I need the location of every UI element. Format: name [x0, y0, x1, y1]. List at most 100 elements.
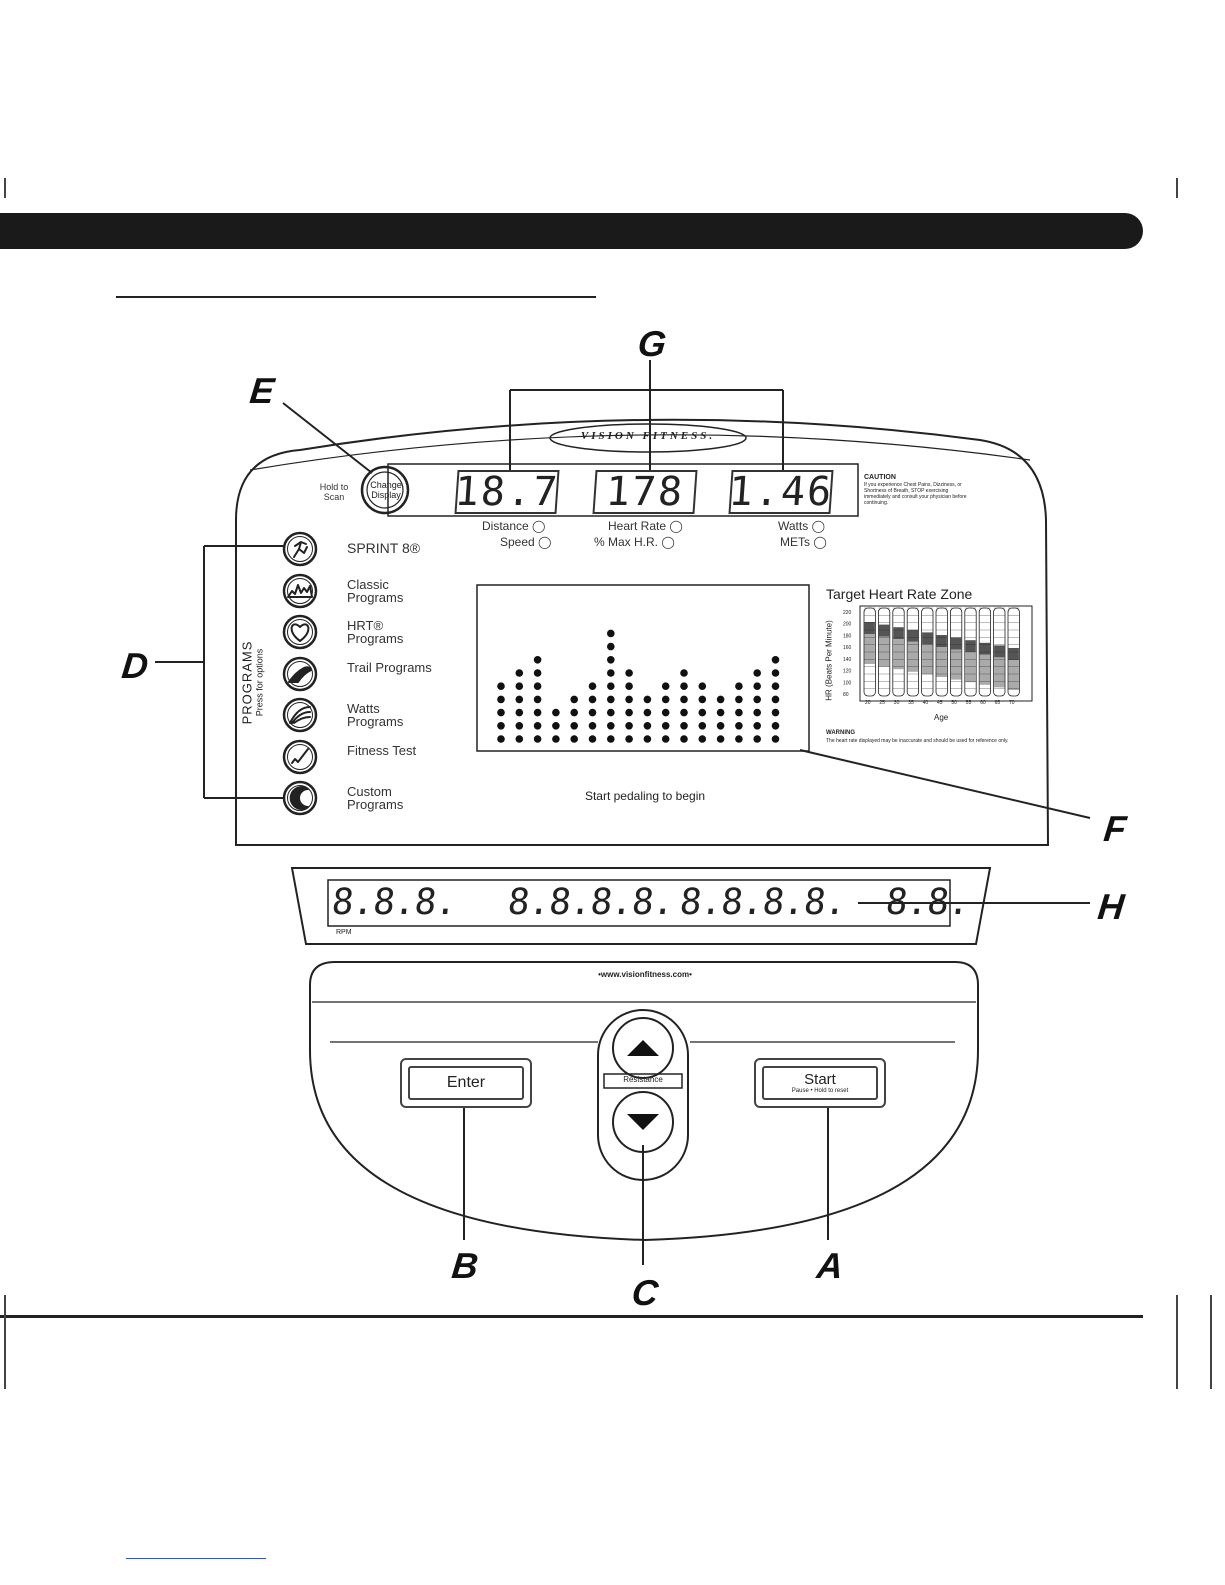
start-button-sublabel: Pause • Hold to reset — [791, 1087, 849, 1094]
resistance-up-button[interactable] — [619, 1024, 667, 1072]
profile-dot — [552, 722, 560, 730]
indicator-heart-rate: Heart Rate ◯ — [608, 519, 683, 533]
profile-dot — [588, 708, 597, 717]
profile-dot — [661, 695, 670, 704]
indicator-max-hr: % Max H.R. ◯ — [594, 535, 675, 549]
start-button[interactable]: Start Pause • Hold to reset — [754, 1058, 886, 1108]
profile-dot — [533, 682, 542, 690]
profile-dot — [588, 695, 597, 704]
crop-mark-top-right — [1176, 178, 1178, 198]
crop-mark-top-left — [4, 178, 6, 198]
thr-ytick: 120 — [843, 669, 852, 675]
enter-button-face[interactable]: Enter — [408, 1066, 524, 1100]
profile-dot — [680, 722, 688, 730]
callout-g: G — [635, 323, 669, 364]
resistance-down-button[interactable] — [619, 1098, 667, 1146]
thr-zone-mid — [965, 652, 976, 683]
callout-c: C — [629, 1272, 661, 1313]
runner-icon — [282, 531, 318, 567]
thr-zone-mid — [979, 654, 991, 685]
enter-button[interactable]: Enter — [400, 1058, 532, 1108]
program-button-2[interactable]: Classic Programs — [282, 573, 442, 609]
profile-window-frame — [476, 584, 810, 752]
profile-dot — [698, 735, 707, 743]
thr-ytick: 140 — [843, 657, 852, 663]
profile-dot — [607, 695, 615, 704]
program-button-1[interactable]: SPRINT 8® — [282, 531, 442, 567]
profile-dot — [533, 669, 542, 677]
crop-mark-bottom-left — [4, 1295, 6, 1389]
resistance-up-ring — [612, 1017, 674, 1079]
program-profile-display — [497, 629, 780, 743]
profile-dot — [497, 708, 505, 717]
profile-dot — [515, 722, 524, 730]
program-button-5[interactable]: Watts Programs — [282, 697, 442, 733]
profile-dot — [607, 642, 615, 651]
upper-console-inner-edge — [249, 434, 1031, 471]
arrow-down-icon — [627, 1114, 659, 1130]
thr-age-label: 50 — [951, 700, 957, 706]
profile-dot — [570, 722, 578, 730]
programs-title-text: PROGRAMS — [239, 640, 255, 725]
profile-dot — [533, 695, 542, 704]
profile-dot — [515, 708, 524, 717]
change-display-button[interactable]: Change Display — [370, 480, 402, 500]
profile-dot — [716, 695, 725, 704]
thr-zone-high — [965, 640, 976, 653]
profile-dot — [607, 629, 615, 638]
thr-ytick: 200 — [843, 622, 852, 628]
profile-dot — [680, 695, 688, 704]
profile-dot — [533, 735, 542, 743]
profile-dot — [607, 682, 615, 690]
profile-dot — [771, 708, 780, 717]
thr-title: Target Heart Rate Zone — [826, 586, 973, 602]
profile-dot — [643, 708, 652, 717]
program-button-7[interactable]: Custom Programs — [282, 780, 442, 816]
callout-b: B — [449, 1245, 481, 1286]
profile-dot — [515, 695, 524, 704]
profile-dot — [625, 735, 633, 743]
profile-dot — [552, 735, 560, 743]
profile-dot — [661, 682, 670, 690]
thr-ytick: 160 — [843, 645, 852, 651]
program-label-3: HRT® Programs — [347, 618, 404, 646]
profile-dot — [533, 656, 542, 664]
lower-display-block-2: 8.8.8.8. — [505, 882, 676, 923]
profile-dot — [552, 708, 560, 717]
program-label-2: Classic Programs — [347, 576, 404, 605]
crop-mark-bottom-right-1 — [1176, 1295, 1178, 1389]
profile-dot — [625, 669, 633, 677]
callout-a: A — [814, 1245, 846, 1286]
brand-logo: VISION FITNESS. — [580, 430, 716, 442]
watts-icon — [282, 697, 318, 733]
program-label-7: Custom Programs — [347, 784, 404, 812]
thr-zone-high — [979, 642, 991, 655]
profile-dot — [753, 735, 761, 743]
lower-display-rpm: 8.8.8. — [329, 882, 459, 923]
thr-age-label: 45 — [937, 700, 943, 706]
indicator-mets-led: ◯ — [813, 535, 827, 549]
thr-xlabel: Age — [934, 713, 949, 722]
thr-age-label: 25 — [879, 700, 885, 706]
program-button-4[interactable]: Trail Programs — [282, 656, 442, 692]
callout-f: F — [1101, 808, 1129, 849]
thr-age-label: 20 — [865, 700, 871, 706]
profile-dot — [607, 669, 615, 677]
program-label-1: SPRINT 8® — [347, 540, 421, 556]
profile-dot — [661, 722, 670, 730]
profile-dot — [771, 735, 780, 743]
profile-dot — [753, 722, 761, 730]
profile-dot — [643, 722, 652, 730]
caution-text: If you experience Chest Pains, Dizziness… — [864, 482, 967, 506]
program-button-6[interactable]: Fitness Test — [282, 739, 442, 775]
callout-d: D — [119, 645, 151, 686]
profile-icon — [282, 573, 318, 608]
program-button-3[interactable]: HRT® Programs — [282, 614, 442, 650]
start-button-face[interactable]: Start Pause • Hold to reset — [762, 1066, 878, 1100]
profile-dot — [735, 682, 743, 690]
profile-dot — [570, 708, 578, 717]
profile-dot — [661, 735, 670, 743]
profile-dot — [716, 708, 725, 717]
indicator-watts-led: ◯ — [811, 519, 826, 533]
profile-dot — [515, 735, 524, 743]
